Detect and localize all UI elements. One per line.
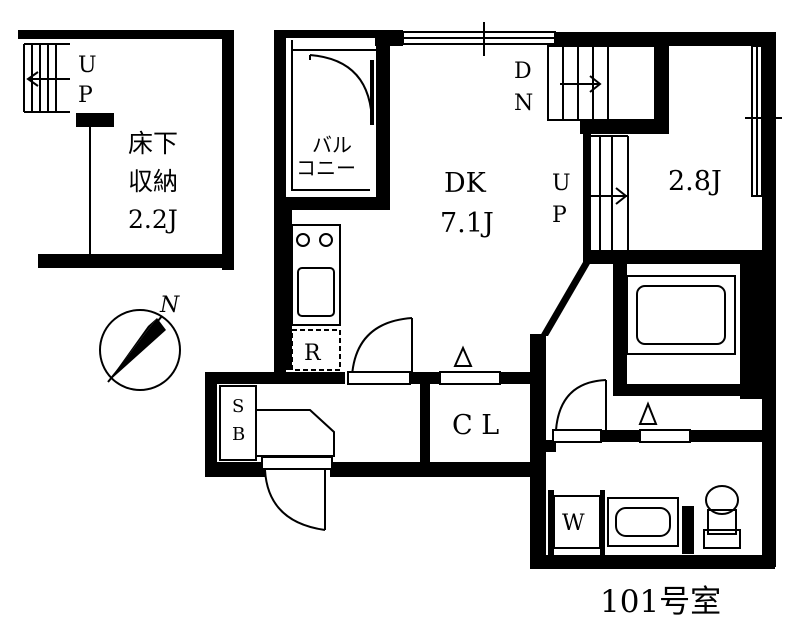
dk-label-2: 7.1J [440,208,494,239]
balcony [291,40,376,191]
unit-label: 101号室 [600,584,721,620]
stair-up-label-1: U [552,171,571,196]
compass [99,309,181,391]
balcony-label-1: バル [312,133,352,157]
doors [261,317,691,531]
stair-up-label-2: P [552,203,567,228]
bathtub [626,275,736,355]
storage-label-3: 2.2J [128,205,178,234]
north-label: N [159,293,180,318]
room-2-label: 2.8J [668,166,722,197]
stair-up [590,135,629,250]
storage-label-1: 床下 [128,129,178,158]
sb-label-1: S [232,396,244,417]
stair-down-label-1: D [514,59,532,84]
shoe-box [219,385,335,461]
storage-up-label-1: U [78,53,97,78]
sb-label-2: B [232,424,245,445]
stair-down-label-2: N [514,91,533,116]
windows [402,22,782,197]
underfloor-storage [18,30,234,270]
cl-label: C L [452,410,499,441]
fridge [291,329,341,371]
walls [205,30,776,569]
washer-label: W [562,511,585,536]
balcony-label-2: コニー [296,156,356,180]
stair-down [547,45,656,121]
storage-stair [23,43,70,113]
kitchen [291,224,341,326]
storage-up-label-2: P [78,83,93,108]
fridge-label: R [304,341,322,366]
washroom [553,485,741,549]
dk-label-1: DK [444,168,487,199]
storage-label-2: 収納 [128,167,178,196]
